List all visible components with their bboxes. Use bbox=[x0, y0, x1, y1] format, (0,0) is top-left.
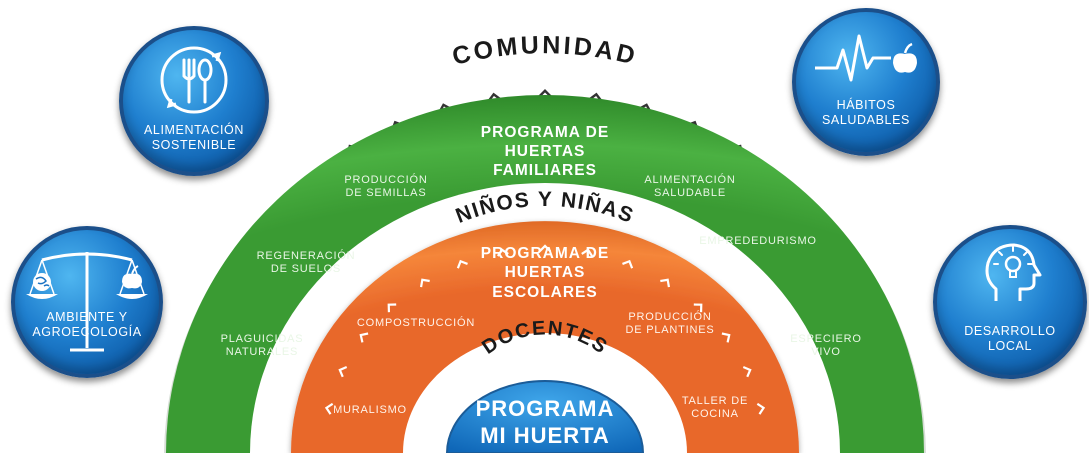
green-item-herb-garden: VIVO bbox=[811, 346, 841, 358]
balance-scale-icon bbox=[15, 238, 159, 366]
chevron-mark bbox=[359, 332, 369, 343]
green-item-soil-regeneration: DE SUELOS bbox=[271, 263, 341, 275]
badge-label-line: LOCAL bbox=[988, 339, 1032, 353]
school-program-title-line: HUERTAS bbox=[505, 264, 586, 281]
badge-label-line: AMBIENTE Y bbox=[46, 310, 128, 324]
badge-label-line: AGROECOLOGÍA bbox=[32, 325, 142, 339]
badge-label-line: HÁBITOS bbox=[836, 98, 896, 112]
badge-label-line: SALUDABLES bbox=[822, 113, 910, 127]
green-item-entrepreneurship: EMPREDEDURISMO bbox=[699, 235, 817, 247]
badge-label-line: DESARROLLO bbox=[964, 324, 1056, 338]
badge-healthy-habits: HÁBITOS SALUDABLES bbox=[792, 8, 940, 156]
orange-item-cooking-workshop: COCINA bbox=[691, 408, 739, 420]
chevron-mark bbox=[742, 366, 752, 378]
chevron-mark bbox=[338, 366, 348, 378]
green-item-natural-pesticides: NATURALES bbox=[226, 346, 298, 358]
orange-item-muralism: MURALISMO bbox=[333, 404, 407, 416]
head-lightbulb-icon bbox=[937, 239, 1083, 307]
green-item-healthy-food: SALUDABLE bbox=[654, 187, 726, 199]
svg-text:COMUNIDAD: COMUNIDAD bbox=[450, 31, 641, 71]
green-item-seed-production: PRODUCCIÓN bbox=[344, 173, 427, 186]
badge-sustainable-food: ALIMENTACIÓN SOSTENIBLE bbox=[119, 26, 269, 176]
school-program-title-line: PROGRAMA DE bbox=[481, 245, 609, 262]
fork-spoon-icon bbox=[123, 42, 265, 118]
green-item-herb-garden: ESPECIERO bbox=[790, 333, 861, 345]
green-item-seed-production: DE SEMILLAS bbox=[346, 187, 427, 199]
community-title: COMUNIDAD bbox=[450, 31, 638, 71]
chevron-mark bbox=[660, 278, 671, 288]
badge-local-development: DESARROLLO LOCAL bbox=[933, 225, 1087, 379]
chevron-mark bbox=[721, 332, 731, 343]
school-program-title-line: ESCOLARES bbox=[492, 284, 597, 301]
green-item-healthy-food: ALIMENTACIÓN bbox=[644, 173, 735, 186]
chevron-mark bbox=[588, 92, 603, 102]
school-program-items: COMPOSTRUCCIÓN PRODUCCIÓN DE PLANTINES M… bbox=[333, 310, 748, 420]
center-title-line: MI HUERTA bbox=[480, 423, 610, 448]
orange-item-cooking-workshop: TALLER DE bbox=[682, 395, 748, 407]
chevron-mark bbox=[387, 303, 397, 313]
chevron-mark bbox=[693, 303, 703, 313]
center-title: PROGRAMA MI HUERTA bbox=[476, 396, 615, 448]
inner-chevron-ring bbox=[324, 244, 766, 415]
chevron-mark bbox=[496, 248, 509, 257]
center-circle bbox=[445, 380, 645, 453]
chevron-mark bbox=[756, 402, 766, 415]
green-item-soil-regeneration: REGENERACIÓN bbox=[257, 249, 356, 262]
chevron-mark bbox=[538, 89, 552, 98]
chevron-mark bbox=[538, 244, 552, 253]
green-item-natural-pesticides: PLAGUICIDAS bbox=[221, 333, 304, 345]
school-program-title: PROGRAMA DE HUERTAS ESCOLARES bbox=[481, 245, 609, 301]
heartbeat-apple-icon bbox=[796, 32, 936, 86]
orange-item-seedling-production: DE PLANTINES bbox=[625, 324, 714, 336]
chevron-mark bbox=[622, 259, 634, 269]
chevron-mark bbox=[581, 248, 594, 257]
family-program-title: PROGRAMA DE HUERTAS FAMILIARES bbox=[481, 124, 609, 179]
chevron-mark bbox=[324, 402, 334, 415]
chevron-mark bbox=[487, 92, 502, 102]
family-program-title-line: FAMILIARES bbox=[493, 162, 597, 179]
family-program-items: PRODUCCIÓN DE SEMILLAS ALIMENTACIÓN SALU… bbox=[221, 173, 861, 358]
chevron-mark bbox=[419, 278, 430, 288]
center-title-line: PROGRAMA bbox=[476, 396, 615, 421]
orange-item-seedling-production: PRODUCCIÓN bbox=[628, 310, 711, 323]
family-program-title-line: PROGRAMA DE bbox=[481, 124, 609, 141]
family-program-title-line: HUERTAS bbox=[505, 143, 586, 160]
orange-item-compostruction: COMPOSTRUCCIÓN bbox=[357, 316, 475, 329]
badge-label-line: ALIMENTACIÓN bbox=[143, 123, 245, 137]
chevron-mark bbox=[456, 259, 468, 269]
badge-environment-agroecology: AMBIENTE Y AGROECOLOGÍA bbox=[11, 226, 163, 378]
badge-label-line: SOSTENIBLE bbox=[151, 138, 237, 152]
